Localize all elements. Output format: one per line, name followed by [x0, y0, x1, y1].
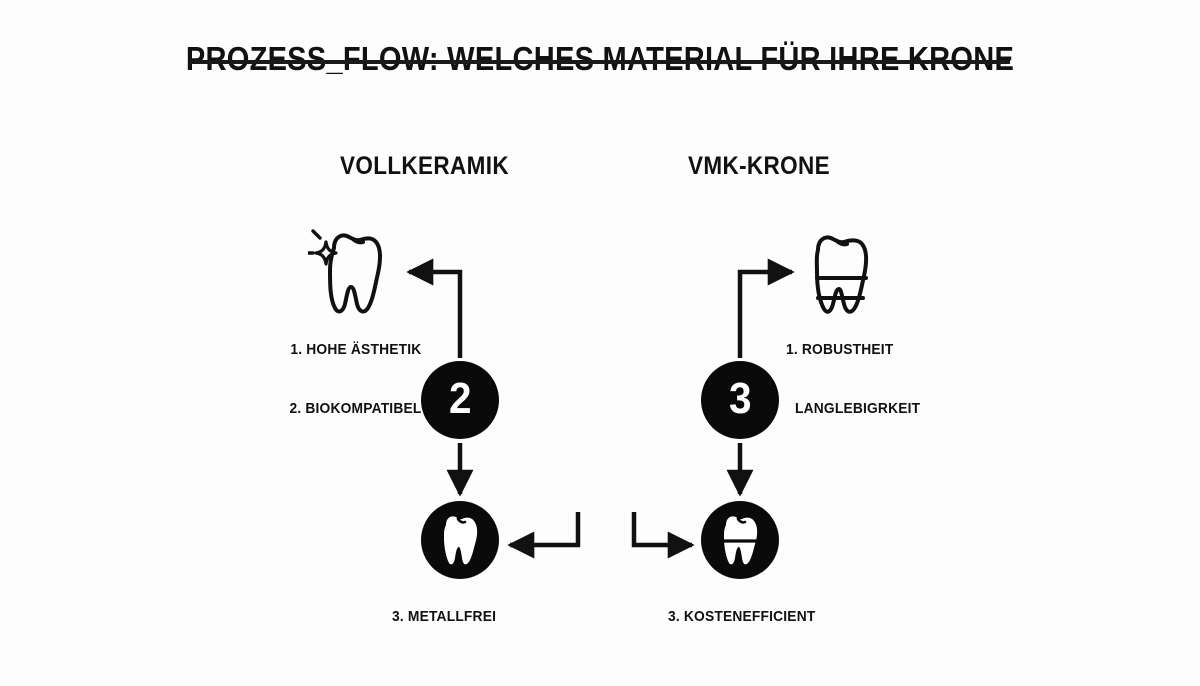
title-underline	[190, 60, 1010, 64]
step-node-2: 2	[421, 361, 499, 439]
column-heading-vmk-krone: VMK-KRONE	[688, 152, 830, 180]
connector-right-return	[631, 512, 695, 559]
feature-label-hohe-aesthetik: 1. HOHE ÄSTHETIK	[290, 341, 421, 358]
connector-right-up	[737, 258, 795, 358]
tooth-crown-circle-icon	[701, 501, 779, 579]
feature-label-metallfrei: 3. METALLFREI	[392, 608, 497, 625]
feature-label-robustheit: 1. ROBUSTHEIT	[786, 341, 894, 358]
title-block: PROZESS_FLOW: WELCHES MATERIAL FÜR IHRE …	[0, 40, 1200, 78]
page-title: PROZESS_FLOW: WELCHES MATERIAL FÜR IHRE …	[185, 40, 1015, 77]
step-node-3-label: 3	[728, 374, 752, 423]
tooth-sparkle-icon	[302, 228, 390, 323]
connector-left-return	[507, 512, 581, 559]
feature-label-kosteneffizient: 3. KOSTENEFFICIENT	[668, 608, 816, 625]
feature-label-langlebigrkeit: LANGLEBIGRKEIT	[795, 400, 921, 417]
feature-label-biokompatibel: 2. BIOKOMPATIBEL	[288, 400, 421, 417]
step-node-3: 3	[701, 361, 779, 439]
column-heading-vollkeramik: VOLLKERAMIK	[340, 152, 509, 180]
tooth-solid-circle-icon	[421, 501, 499, 579]
tooth-crown-band-icon	[805, 232, 879, 321]
step-node-2-label: 2	[448, 374, 472, 423]
